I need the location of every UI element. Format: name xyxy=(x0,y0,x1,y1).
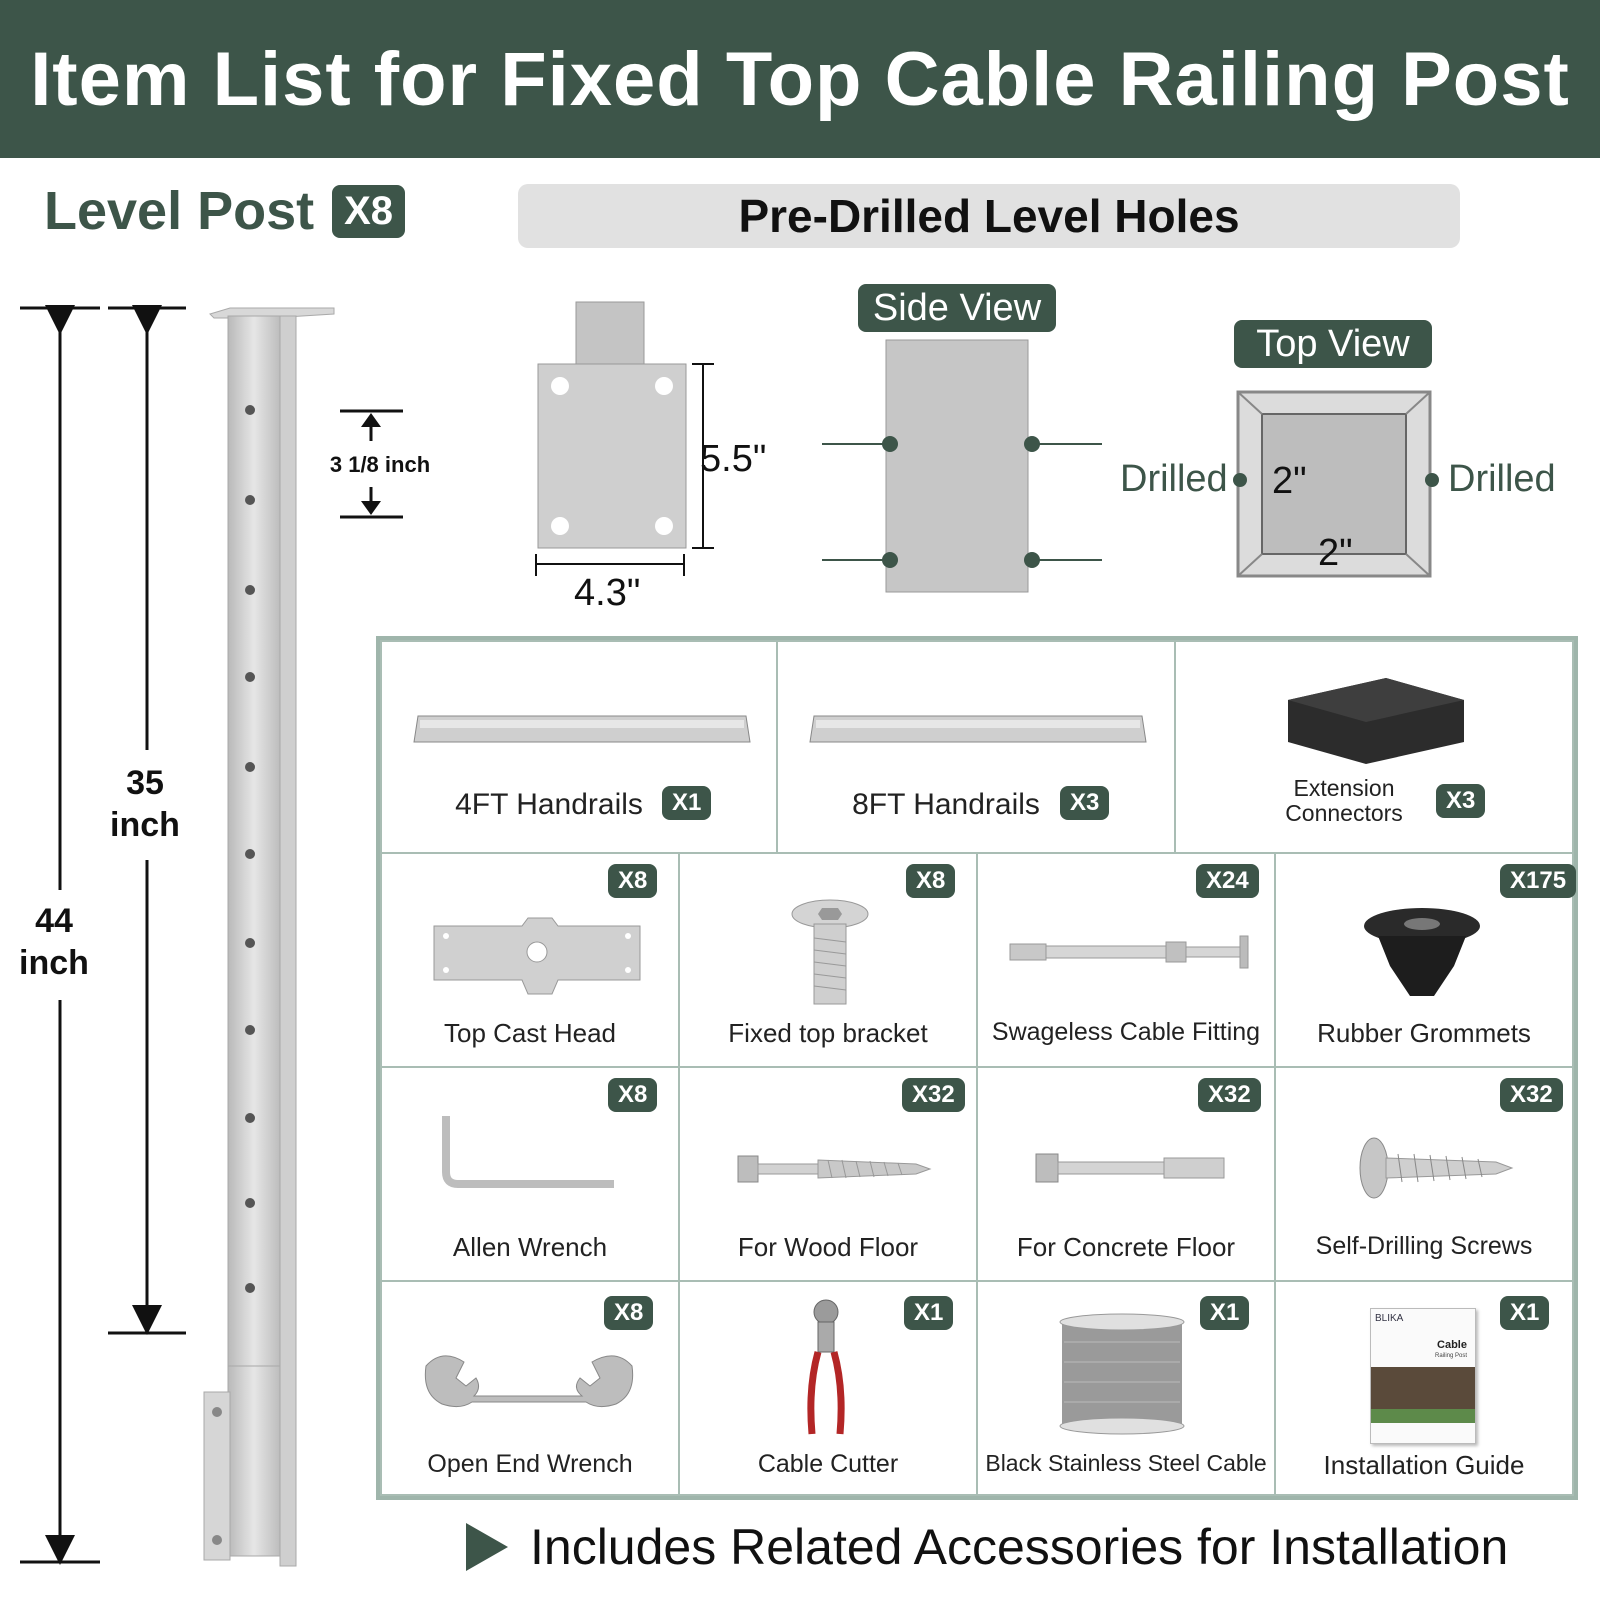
overall-height-label: 44 inch xyxy=(0,900,108,984)
guide-photo xyxy=(1371,1367,1475,1417)
qty-badge: X32 xyxy=(1198,1078,1261,1112)
drilled-points xyxy=(1233,473,1439,487)
footer-note: Includes Related Accessories for Install… xyxy=(466,1518,1508,1576)
item-cell-installation-guide: X1 BLIKA Cable Railing Post Installation… xyxy=(1274,1280,1574,1496)
level-post-label: Level Post xyxy=(44,181,315,241)
connector-block-icon xyxy=(1288,678,1464,764)
item-label: For Wood Floor xyxy=(737,1232,919,1262)
guide-brand: BLIKA xyxy=(1375,1313,1404,1324)
base-width-dim xyxy=(535,554,685,576)
play-arrow-icon xyxy=(466,1523,508,1571)
level-post-qty-badge: X8 xyxy=(332,184,406,238)
drilled-right-label: Drilled xyxy=(1448,458,1556,500)
wrench-icon xyxy=(424,1355,634,1408)
base-height-label: 5.5" xyxy=(700,438,767,480)
item-cell-rubber-grommets: X175 Rubber Grommets xyxy=(1274,852,1577,1068)
item-label: Black Stainless Steel Cable xyxy=(985,1450,1267,1476)
footer-text: Includes Related Accessories for Install… xyxy=(530,1519,1509,1575)
item-label: Cable Cutter xyxy=(757,1450,899,1478)
item-label: Self-Drilling Screws xyxy=(1315,1232,1533,1260)
item-cell-open-end-wrench: X8 Open End Wrench xyxy=(380,1280,680,1496)
qty-badge: X8 xyxy=(604,1296,654,1330)
top-size-b-label: 2" xyxy=(1318,532,1353,574)
item-cell-fixed-top-bracket: X8 Fixed top bracket xyxy=(678,852,978,1068)
top-view-tag: Top View xyxy=(1234,320,1432,368)
qty-badge: X3 xyxy=(1060,786,1110,820)
item-cell-cable-cutter: X1 Cable Cutter xyxy=(678,1280,978,1496)
item-label: 4FT Handrails xyxy=(455,788,643,821)
top-size-a-label: 2" xyxy=(1272,460,1307,502)
cable-fitting-icon xyxy=(1009,935,1249,969)
qty-badge: X8 xyxy=(608,1078,658,1112)
bolt-icon xyxy=(791,899,869,1005)
qty-badge: X3 xyxy=(1436,784,1486,818)
guide-book-icon: BLIKA Cable Railing Post xyxy=(1370,1308,1476,1444)
item-label-line1: Extension xyxy=(1293,775,1395,801)
level-post-heading: Level Post X8 xyxy=(44,180,406,242)
cable-cutter-icon xyxy=(807,1299,845,1435)
item-label: For Concrete Floor xyxy=(1016,1232,1236,1262)
qty-badge: X1 xyxy=(1200,1296,1250,1330)
qty-badge: X8 xyxy=(608,864,658,898)
qty-badge: X1 xyxy=(1500,1296,1550,1330)
qty-badge: X24 xyxy=(1196,864,1259,898)
item-label: Extension Connectors xyxy=(1116,776,1572,826)
qty-badge: X175 xyxy=(1500,864,1577,898)
anchor-bolt-icon xyxy=(1035,1153,1225,1183)
overall-height-unit: inch xyxy=(19,944,89,982)
guide-photo-grass xyxy=(1371,1409,1475,1423)
cable-height-label: 35 inch xyxy=(90,762,200,846)
qty-badge: X1 xyxy=(662,786,712,820)
base-plate-image xyxy=(535,301,714,560)
item-cell-swageless-cable-fitting: X24 Swageless Cable Fitting xyxy=(976,852,1276,1068)
item-label: Fixed top bracket xyxy=(728,1018,928,1048)
item-label: Open End Wrench xyxy=(427,1450,633,1478)
grommet-icon xyxy=(1364,908,1480,996)
item-label: Installation Guide xyxy=(1323,1450,1525,1480)
item-label: Top Cast Head xyxy=(444,1018,616,1048)
qty-badge: X32 xyxy=(902,1078,965,1112)
item-label: Allen Wrench xyxy=(452,1232,608,1262)
title-banner: Item List for Fixed Top Cable Railing Po… xyxy=(0,0,1600,158)
item-cell-top-cast-head: X8 Top Cast Head xyxy=(380,852,680,1068)
lag-screw-icon xyxy=(737,1155,932,1183)
screw-icon xyxy=(1359,1137,1514,1199)
hole-spacing-arrows xyxy=(340,409,403,519)
handrail-icon xyxy=(413,715,751,743)
guide-title: Cable xyxy=(1437,1339,1467,1351)
overall-height-value: 44 xyxy=(35,902,73,940)
item-label: Swageless Cable Fitting xyxy=(991,1018,1261,1046)
qty-badge: X8 xyxy=(906,864,956,898)
dimension-lines xyxy=(20,305,186,1565)
qty-badge: X32 xyxy=(1500,1078,1563,1112)
item-cell-self-drilling-screws: X32 Self-Drilling Screws xyxy=(1274,1066,1574,1282)
item-cell-concrete-floor: X32 For Concrete Floor xyxy=(976,1066,1276,1282)
item-label: 8FT Handrails xyxy=(852,788,1040,821)
qty-badge: X1 xyxy=(904,1296,954,1330)
predrilled-heading: Pre-Drilled Level Holes xyxy=(518,184,1460,248)
item-cell-allen-wrench: X8 Allen Wrench xyxy=(380,1066,680,1282)
base-width-label: 4.3" xyxy=(574,572,641,614)
hole-spacing-label: 3 1/8 inch xyxy=(329,452,431,477)
level-post-image xyxy=(203,307,335,1567)
side-view-tag: Side View xyxy=(858,284,1056,332)
item-grid: 4FT Handrails X1 8FT Handrails X3 Extens… xyxy=(376,636,1578,1500)
cable-height-unit: inch xyxy=(110,806,180,844)
side-view-image xyxy=(822,339,1102,593)
guide-subtitle: Railing Post xyxy=(1434,1353,1467,1359)
cast-head-icon xyxy=(433,917,641,995)
item-label: Rubber Grommets xyxy=(1317,1018,1531,1048)
item-label-line2: Connectors xyxy=(1285,800,1403,826)
drilled-left-label: Drilled xyxy=(1120,458,1228,500)
item-cell-stainless-cable: X1 Black Stainless Steel Cable xyxy=(976,1280,1276,1496)
top-view-image xyxy=(1236,390,1432,578)
handrail-icon xyxy=(809,715,1147,743)
allen-wrench-icon xyxy=(442,1116,614,1188)
item-cell-extension-connectors: Extension Connectors X3 xyxy=(1174,640,1574,854)
item-cell-wood-floor: X32 For Wood Floor xyxy=(678,1066,978,1282)
cable-height-value: 35 xyxy=(126,764,164,802)
page-title: Item List for Fixed Top Cable Railing Po… xyxy=(30,36,1570,122)
cable-spool-icon xyxy=(1059,1313,1185,1435)
